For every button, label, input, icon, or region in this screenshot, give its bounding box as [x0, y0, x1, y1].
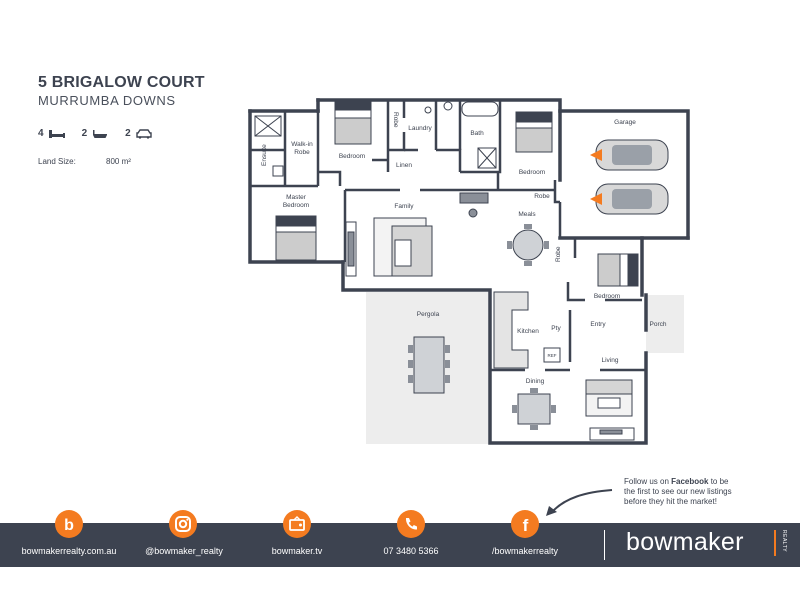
property-specs: 4 2 2 [38, 128, 153, 139]
promo-arrow [551, 489, 613, 513]
label-kitchen: Kitchen [517, 328, 539, 335]
showers [254, 115, 497, 169]
brand-logo: bowmaker [626, 528, 744, 556]
brand-accent-bar [774, 530, 776, 556]
living-lounge [585, 379, 635, 441]
sink-icon [424, 106, 432, 114]
ensuite-toilet [272, 165, 284, 177]
meals-table [507, 224, 549, 266]
label-meals: Meals [518, 211, 536, 218]
instagram-icon[interactable] [169, 510, 197, 538]
pergola-table [408, 336, 450, 394]
interior-walls [250, 100, 645, 372]
facebook-link[interactable]: /bowmakerrealty [491, 546, 559, 556]
label-laundry: Laundry [408, 125, 432, 132]
beds [275, 99, 639, 287]
label-pantry: Pty [551, 325, 561, 332]
bathtub [461, 101, 499, 117]
label-bedroom-mid: Bedroom [594, 293, 620, 300]
footer-divider [604, 530, 605, 560]
tv-link[interactable]: bowmaker.tv [271, 546, 323, 556]
label-dining: Dining [526, 378, 545, 385]
label-entry: Entry [590, 321, 606, 328]
bath-count: 2 [81, 128, 88, 139]
website-link[interactable]: bowmakerrealty.com.au [21, 546, 117, 556]
bed-count: 4 [38, 128, 44, 139]
label-robe-mid: Robe [555, 246, 562, 262]
car-count: 2 [125, 128, 131, 139]
kitchen-bench [493, 291, 529, 369]
phone-icon[interactable] [397, 510, 425, 538]
label-family: Family [394, 203, 414, 210]
label-robe-top: Robe [392, 112, 399, 128]
dining-table [512, 388, 556, 430]
car-icon [135, 128, 152, 139]
label-ensuite: Ensuite [261, 144, 268, 166]
tv-icon[interactable] [283, 510, 311, 538]
label-fridge: REF [548, 353, 557, 358]
cars [590, 139, 669, 215]
website-icon[interactable]: b [55, 510, 83, 538]
label-bedroom-top: Bedroom [339, 153, 365, 160]
land-size-label: Land Size: [38, 157, 76, 166]
promo-arrowhead [546, 506, 557, 516]
property-suburb: MURRUMBA DOWNS [38, 93, 176, 108]
label-porch: Porch [650, 321, 667, 328]
label-pergola: Pergola [417, 311, 440, 318]
svg-text:f: f [523, 516, 529, 535]
svg-text:b: b [64, 517, 74, 534]
bath-icon [93, 129, 108, 138]
label-robe-right: Robe [534, 193, 550, 200]
label-living: Living [602, 357, 619, 364]
label-bedroom-right: Bedroom [519, 169, 545, 176]
label-garage: Garage [614, 119, 636, 126]
toilet-icon [443, 101, 453, 111]
porch-area [646, 295, 684, 353]
property-address: 5 BRIGALOW COURT [38, 74, 205, 91]
brand-logo-sub: REALTY [781, 530, 787, 553]
facebook-icon[interactable]: f [511, 510, 539, 538]
instagram-link[interactable]: @bowmaker_realty [145, 546, 223, 556]
phone-number[interactable]: 07 3480 5366 [383, 546, 439, 556]
fridge [543, 347, 561, 363]
label-bath: Bath [470, 130, 484, 137]
family-lounge [345, 192, 489, 277]
land-size-value: 800 m² [106, 157, 131, 166]
bed-icon [48, 129, 65, 138]
label-linen: Linen [396, 162, 412, 169]
facebook-promo: Follow us on Facebook to be the first to… [624, 477, 732, 506]
